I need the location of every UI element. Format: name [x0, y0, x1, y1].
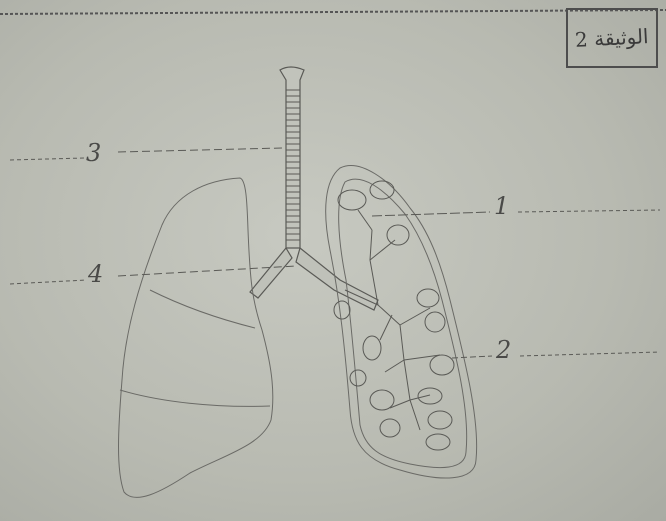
label-3: 3: [86, 141, 101, 165]
label-4: 4: [88, 262, 103, 286]
bronchi: [250, 248, 378, 310]
document-label: الوثيقة 2: [575, 24, 650, 52]
left-lung-fissure-2: [120, 390, 270, 406]
alveoli: [334, 181, 454, 450]
bronchiole-tree: [345, 210, 440, 430]
right-bronchus: [296, 248, 378, 310]
leader-line-3: [10, 158, 84, 160]
left-lung-fissure-1: [150, 290, 255, 328]
leader-lines: [10, 148, 660, 358]
leader-line-4: [10, 280, 86, 284]
left-bronchus: [250, 248, 292, 298]
leader-line-1: [372, 212, 490, 216]
document-label-box: الوثيقة 2: [566, 8, 658, 68]
label-2: 2: [496, 338, 511, 362]
trachea: [280, 67, 304, 248]
leader-line-2: [452, 356, 492, 358]
left-lung: [119, 178, 273, 497]
right-lung: [326, 166, 477, 478]
label-1: 1: [494, 194, 509, 218]
